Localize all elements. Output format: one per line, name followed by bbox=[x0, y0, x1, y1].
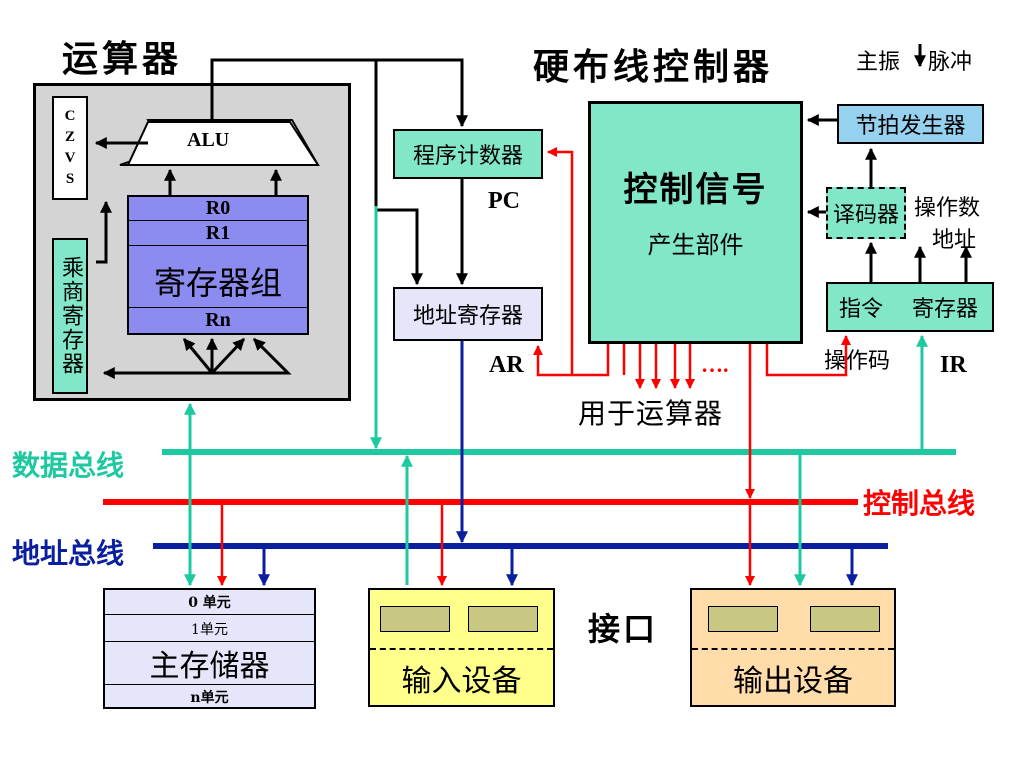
opcode-label: 操作码 bbox=[824, 349, 891, 374]
flag-z: Z bbox=[64, 129, 75, 145]
ir-opcode-field: 指令 bbox=[838, 297, 883, 322]
control-signal-generator: 控制信号 产生部件 bbox=[588, 101, 803, 344]
pulse-label: 脉冲 bbox=[928, 50, 973, 75]
memory-unit-n: n单元 bbox=[103, 684, 316, 708]
alu-section-title: 运算器 bbox=[62, 38, 183, 80]
address-bus-label: 地址总线 bbox=[12, 537, 125, 570]
control-bus-label: 控制总线 bbox=[863, 487, 976, 520]
timing-generator: 节拍发生器 bbox=[837, 104, 984, 144]
input-interface-slot-right bbox=[468, 606, 538, 632]
output-interface-slot-right bbox=[810, 606, 880, 632]
main-oscillator-label: 主振 bbox=[856, 50, 901, 75]
control-section-title: 硬布线控制器 bbox=[533, 46, 774, 88]
pc-label: PC bbox=[488, 188, 520, 214]
program-counter: 程序计数器 bbox=[393, 129, 543, 179]
register-group-label: 寄存器组 bbox=[153, 264, 282, 302]
input-interface-divider bbox=[370, 648, 553, 650]
instruction-decoder: 译码器 bbox=[826, 187, 906, 239]
flag-c: C bbox=[64, 108, 76, 124]
ar-label: AR bbox=[489, 352, 524, 378]
alu-signals-label: 用于运算器 bbox=[578, 397, 724, 430]
ir-address-field: 寄存器 bbox=[911, 297, 978, 322]
address-register: 地址寄存器 bbox=[393, 287, 543, 341]
interface-label: 接口 bbox=[588, 610, 659, 648]
input-interface-slot-left bbox=[380, 606, 450, 632]
register-rn: Rn bbox=[127, 307, 309, 333]
alu-signal-ellipsis: …. bbox=[701, 352, 729, 377]
output-interface-slot-left bbox=[708, 606, 778, 632]
operand-address-line2: 地址 bbox=[932, 228, 977, 253]
register-r0: R0 bbox=[127, 197, 309, 221]
output-interface-divider bbox=[692, 648, 894, 650]
ir-label: IR bbox=[940, 352, 967, 378]
memory-unit-0: 0 单元 bbox=[103, 590, 316, 615]
data-bus-label: 数据总线 bbox=[12, 449, 125, 482]
output-device-label: 输出设备 bbox=[733, 664, 853, 699]
flags-register: C Z V S bbox=[52, 96, 88, 200]
alu-label: ALU bbox=[187, 129, 230, 151]
mul-div-register: 乘商寄存器 bbox=[52, 238, 88, 394]
register-file bbox=[127, 195, 309, 335]
register-r1: R1 bbox=[127, 222, 309, 246]
main-memory bbox=[103, 588, 316, 709]
operand-address-line1: 操作数 bbox=[914, 196, 981, 221]
flag-s: S bbox=[65, 171, 75, 187]
main-memory-label: 主存储器 bbox=[149, 649, 270, 684]
flag-v: V bbox=[64, 150, 76, 166]
input-device-label: 输入设备 bbox=[401, 664, 522, 699]
memory-unit-1: 1单元 bbox=[103, 616, 316, 642]
instruction-register bbox=[826, 282, 994, 332]
